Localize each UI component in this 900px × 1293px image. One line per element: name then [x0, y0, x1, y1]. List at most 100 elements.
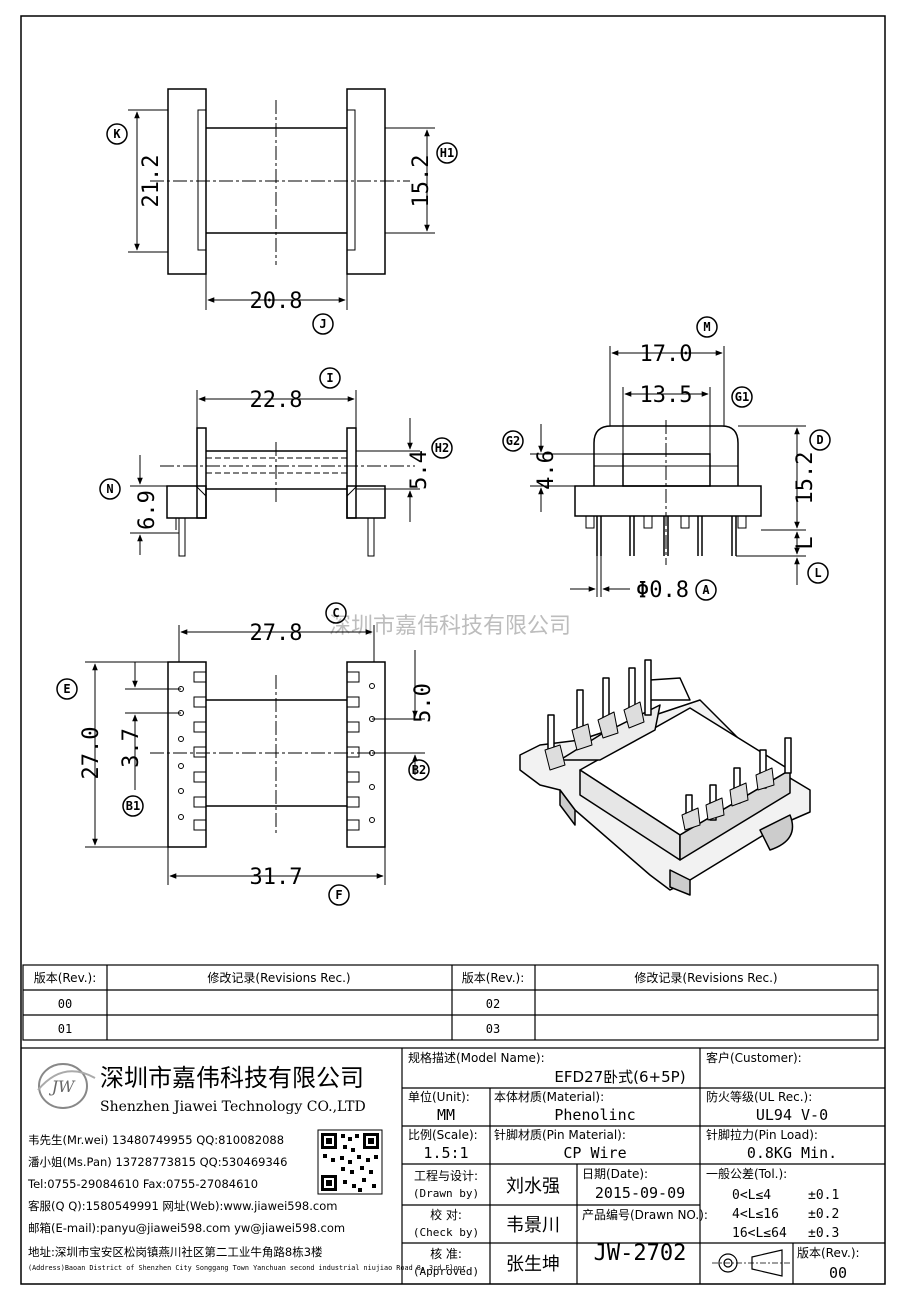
dim-j-value: 20.8: [250, 289, 303, 314]
title-block: [21, 1047, 885, 1284]
tol-value-0: ±0.1: [808, 1188, 839, 1203]
callout-e-label: E: [63, 682, 70, 696]
callout-m-label: M: [703, 320, 710, 334]
callout-i-label: I: [326, 371, 333, 385]
unit-value: MM: [437, 1106, 455, 1124]
callout-d: D: [809, 429, 831, 451]
callout-c-label: C: [332, 606, 339, 620]
pin-material-label: 针脚材质(Pin Material):: [494, 1127, 626, 1142]
callout-n-label: N: [106, 482, 113, 496]
tol-range-1: 4<L≤16: [732, 1207, 779, 1222]
check-label-en: (Check by): [413, 1226, 479, 1239]
version-value: 00: [829, 1264, 847, 1282]
dim-n-value: 6.9: [135, 490, 160, 530]
callout-g2-label: G2: [506, 434, 520, 448]
dim-l-value: L: [793, 536, 818, 549]
ul-label: 防火等级(UL Rec.):: [706, 1089, 812, 1104]
ul-value: UL94 V-0: [756, 1106, 828, 1124]
drawn-label-en: (Drawn by): [413, 1187, 479, 1200]
callout-f: F: [328, 884, 350, 906]
callout-h2: H2: [431, 437, 453, 459]
dim-c-value: 27.8: [250, 621, 303, 646]
watermark: 深圳市嘉伟科技有限公司: [329, 614, 571, 639]
approve-label-en: (Approved): [413, 1265, 479, 1278]
dim-g1-value: 13.5: [640, 383, 693, 408]
address-cn: 地址:深圳市宝安区松岗镇燕川社区第二工业牛角路8栋3楼: [28, 1245, 323, 1259]
callout-b1: B1: [122, 795, 144, 817]
callout-a-label: A: [702, 583, 710, 597]
pin-load-value: 0.8KG Min.: [747, 1144, 837, 1162]
drawn-label-cn: 工程与设计:: [414, 1168, 478, 1183]
contact-pan: 潘小姐(Ms.Pan) 13728773815 QQ:530469346: [28, 1155, 287, 1169]
top-view: [128, 88, 435, 310]
drawn-value: 刘水强: [506, 1176, 560, 1197]
callout-h1: H1: [436, 142, 458, 164]
rec-header-left: 修改记录(Revisions Rec.): [207, 970, 350, 985]
callout-a: A: [695, 579, 717, 601]
callout-d-label: D: [816, 433, 823, 447]
isometric-view: [519, 659, 811, 896]
callout-h1-label: H1: [440, 146, 454, 160]
date-label: 日期(Date):: [582, 1167, 648, 1181]
company-name-cn: 深圳市嘉伟科技有限公司: [100, 1064, 364, 1092]
approve-label-cn: 核 准:: [430, 1247, 462, 1261]
dim-g2-value: 4.6: [534, 450, 559, 490]
tol-label: 一般公差(Tol.):: [706, 1166, 787, 1181]
company-logo: JW: [37, 1063, 96, 1109]
rev-row-01: 01: [58, 1022, 72, 1036]
dim-b2-value: 5.0: [411, 683, 436, 723]
front-view: [130, 390, 420, 557]
material-value: Phenolinc: [554, 1106, 635, 1124]
callout-k: K: [106, 123, 128, 145]
projection-symbol-icon: [712, 1249, 790, 1277]
contact-email: 邮箱(E-mail):panyu@jiawei598.com yw@jiawei…: [28, 1221, 345, 1235]
tol-value-1: ±0.2: [808, 1207, 839, 1222]
callout-c: C: [325, 602, 347, 624]
tol-value-2: ±0.3: [808, 1226, 839, 1241]
drawn-no-label: 产品编号(Drawn NO.):: [582, 1207, 708, 1222]
dim-m-value: 17.0: [640, 342, 693, 367]
callout-b2-label: B2: [412, 763, 426, 777]
address-en: (Address)Baoan District of Shenzhen City…: [28, 1264, 466, 1272]
callout-g2: G2: [502, 430, 524, 452]
callout-j-label: J: [319, 317, 326, 331]
drawn-no-value: JW-2702: [594, 1241, 687, 1266]
scale-value: 1.5:1: [423, 1144, 468, 1162]
callout-g1: G1: [731, 386, 753, 408]
scale-label: 比例(Scale):: [408, 1128, 478, 1142]
dim-e-value: 27.0: [79, 727, 104, 780]
material-label: 本体材质(Material):: [494, 1090, 604, 1104]
sheet-border: [20, 15, 886, 1285]
qr-code: [317, 1129, 383, 1195]
rev-row-00: 00: [58, 997, 72, 1011]
pin-material-value: CP Wire: [563, 1144, 626, 1162]
callout-j: J: [312, 313, 334, 335]
callout-m: M: [696, 316, 718, 338]
rec-header-right: 修改记录(Revisions Rec.): [634, 970, 777, 985]
pin-load-label: 针脚拉力(Pin Load):: [706, 1127, 818, 1142]
model-label: 规格描述(Model Name):: [408, 1050, 545, 1065]
tol-range-0: 0<L≤4: [732, 1188, 771, 1203]
dim-a-value: Φ0.8: [636, 578, 689, 603]
callout-l: L: [807, 562, 829, 584]
dim-h2-value: 5.4: [407, 450, 432, 490]
rev-row-03: 03: [486, 1022, 500, 1036]
dim-b1-value: 3.7: [119, 728, 144, 768]
approve-value: 张生坤: [506, 1254, 560, 1275]
unit-label: 单位(Unit):: [408, 1089, 470, 1104]
revisions-table: [22, 964, 879, 1041]
contact-wei: 韦先生(Mr.wei) 13480749955 QQ:810082088: [28, 1133, 284, 1147]
callout-k-label: K: [113, 127, 121, 141]
callout-i: I: [319, 367, 341, 389]
contact-tel-fax: Tel:0755-29084610 Fax:0755-27084610: [27, 1177, 258, 1191]
callout-e: E: [56, 678, 78, 700]
callout-f-label: F: [335, 888, 342, 902]
tol-range-2: 16<L≤64: [732, 1226, 787, 1241]
date-value: 2015-09-09: [595, 1184, 685, 1202]
callout-n: N: [99, 478, 121, 500]
dim-f-value: 31.7: [250, 865, 303, 890]
dim-i-value: 22.8: [250, 388, 303, 413]
callout-l-label: L: [814, 566, 821, 580]
